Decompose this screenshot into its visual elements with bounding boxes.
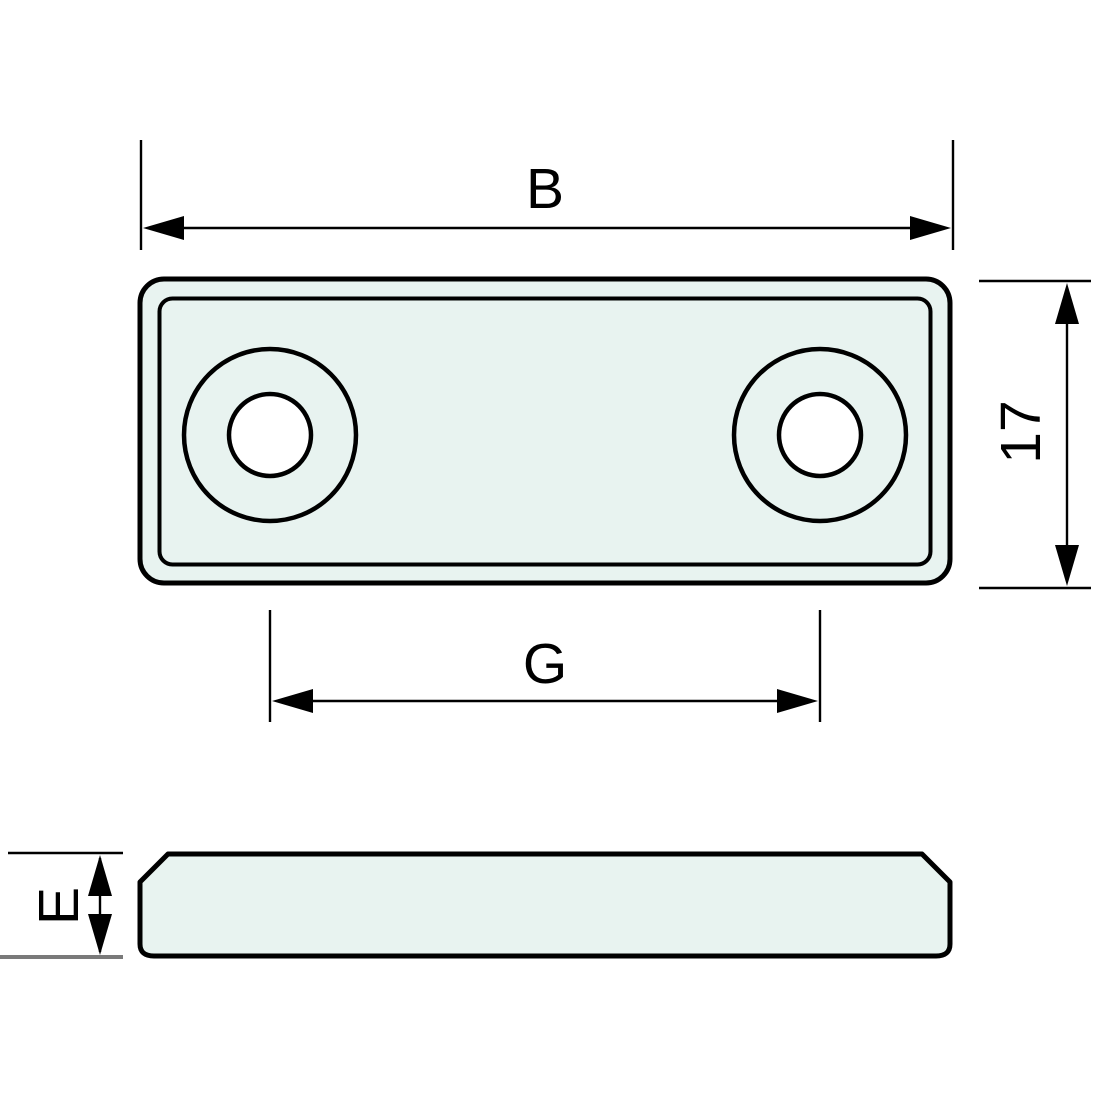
dim-17-arrow-down-icon	[1055, 545, 1079, 586]
side-view	[137, 851, 953, 959]
dim-e-arrow-down-icon	[88, 914, 112, 955]
dim-b-arrow-left-icon	[143, 216, 184, 240]
plate-outline	[137, 276, 953, 586]
side-profile-outline	[137, 851, 953, 959]
dim-g-arrow-right-icon	[777, 689, 818, 713]
dim-g-label: G	[523, 632, 567, 696]
dimension-hole-spacing-G: G	[268, 610, 822, 722]
plate-inner-edge	[157, 296, 933, 567]
dim-g-arrow-left-icon	[272, 689, 313, 713]
dim-e-arrow-up-icon	[88, 855, 112, 896]
dim-17-label: 17	[989, 400, 1053, 463]
dimension-width-B: B	[139, 140, 955, 250]
dim-b-label: B	[526, 157, 564, 221]
dim-b-arrow-right-icon	[910, 216, 951, 240]
dimension-thickness-E: E	[0, 851, 123, 959]
top-view	[137, 276, 953, 586]
dimension-height-17: 17	[979, 279, 1091, 590]
left-hole	[226, 391, 314, 479]
dim-17-arrow-up-icon	[1055, 283, 1079, 324]
right-hole	[776, 391, 864, 479]
dim-e-label: E	[27, 887, 91, 925]
